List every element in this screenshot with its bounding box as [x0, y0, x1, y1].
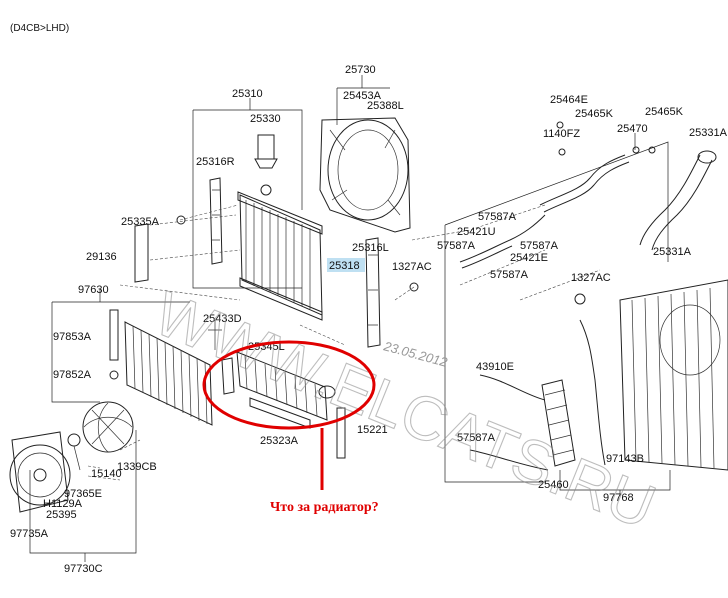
label-H1129A[interactable]: H1129A: [43, 498, 83, 510]
label-25318-highlight: [327, 258, 365, 272]
label-1140FZ[interactable]: 1140FZ: [543, 128, 580, 140]
label-25421U[interactable]: 25421U: [457, 226, 496, 238]
label-97143B[interactable]: 97143B: [606, 453, 644, 465]
label-57587A-d[interactable]: 57587A: [490, 269, 529, 281]
label-25465K-a[interactable]: 25465K: [575, 108, 614, 120]
label-25464E[interactable]: 25464E: [550, 94, 588, 106]
fan-shroud-25730: [319, 117, 411, 233]
label-43910E[interactable]: 43910E: [476, 361, 514, 373]
label-25331A-a[interactable]: 25331A: [689, 127, 728, 139]
label-25730[interactable]: 25730: [345, 64, 376, 76]
label-1327AC-b[interactable]: 1327AC: [571, 272, 611, 284]
label-25323A[interactable]: 25323A: [260, 435, 299, 447]
dashed-leaders: [87, 204, 601, 481]
label-25330[interactable]: 25330: [250, 113, 281, 125]
fan-assembly: [9, 401, 134, 513]
label-97735A[interactable]: 97735A: [10, 528, 49, 540]
label-25316R[interactable]: 25316R: [196, 156, 235, 168]
label-57587A-a[interactable]: 57587A: [478, 211, 517, 223]
label-57587A-c[interactable]: 57587A: [520, 240, 559, 252]
label-57587A-b[interactable]: 57587A: [437, 240, 476, 252]
side-brackets: [134, 177, 381, 348]
label-29136[interactable]: 29136: [86, 251, 117, 263]
part-labels: 25730 25453A 25388L 25310 25330 25316R 2…: [10, 64, 728, 575]
label-1327AC-a[interactable]: 1327AC: [392, 261, 432, 273]
label-25453A[interactable]: 25453A: [343, 90, 382, 102]
label-25421E[interactable]: 25421E: [510, 252, 548, 264]
radiator-25310: [237, 134, 323, 321]
red-annotation: Что за радиатор?: [202, 340, 379, 515]
highlight-ellipse: [202, 340, 376, 430]
label-15221[interactable]: 15221: [357, 424, 388, 436]
label-25388L[interactable]: 25388L: [367, 100, 404, 112]
label-97630[interactable]: 97630: [78, 284, 109, 296]
label-97853A[interactable]: 97853A: [53, 331, 92, 343]
bracket-lines: [29, 75, 671, 562]
condenser-97630: [109, 309, 213, 426]
label-1339CB[interactable]: 1339CB: [117, 461, 157, 473]
label-97768[interactable]: 97768: [603, 492, 634, 504]
variant-code: (D4CB>LHD): [10, 23, 69, 34]
label-97730C[interactable]: 97730C: [64, 563, 103, 575]
label-25335A[interactable]: 25335A: [121, 216, 160, 228]
label-25316L[interactable]: 25316L: [352, 242, 389, 254]
label-57587A-e[interactable]: 57587A: [457, 432, 496, 444]
label-15140[interactable]: 15140: [91, 468, 122, 480]
label-25310[interactable]: 25310: [232, 88, 263, 100]
label-25470[interactable]: 25470: [617, 123, 648, 135]
label-25318[interactable]: 25318: [329, 260, 360, 272]
label-25465K-b[interactable]: 25465K: [645, 106, 684, 118]
label-25331A-b[interactable]: 25331A: [653, 246, 692, 258]
label-25395[interactable]: 25395: [46, 509, 77, 521]
label-97365E[interactable]: 97365E: [64, 488, 102, 500]
watermark-date: 23.05.2012: [381, 338, 449, 370]
label-97852A[interactable]: 97852A: [53, 369, 92, 381]
label-25433D[interactable]: 25433D: [203, 313, 242, 325]
label-25460[interactable]: 25460: [538, 479, 569, 491]
hoses-and-cooler: [409, 121, 728, 471]
annotation-question: Что за радиатор?: [270, 500, 379, 515]
